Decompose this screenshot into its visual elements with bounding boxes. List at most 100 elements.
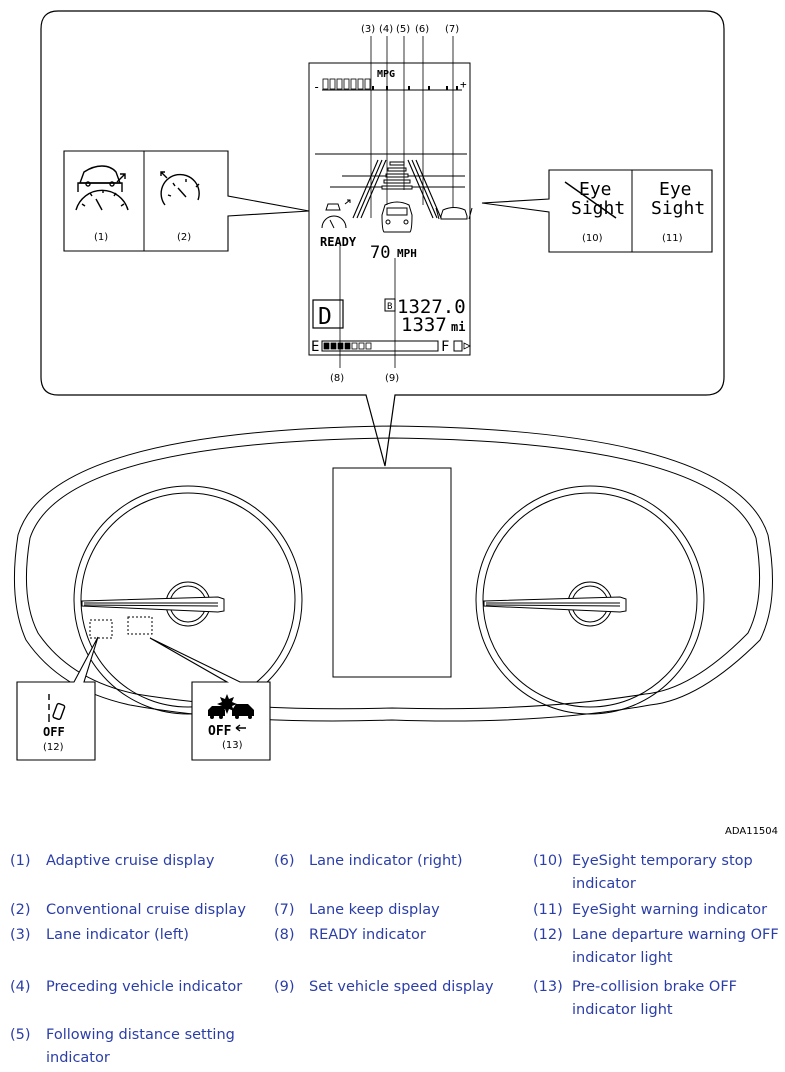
legend-item: (4) Preceding vehicle indicator — [10, 976, 250, 999]
callout-11: (11) — [662, 233, 683, 244]
lane-indicator-right — [407, 159, 442, 219]
trip-prefix: B — [387, 302, 392, 312]
set-speed-value: 70 — [370, 243, 390, 263]
following-distance-bars — [381, 161, 413, 190]
callout-5: (5) — [396, 24, 410, 35]
bar-plus-label: + — [460, 78, 467, 91]
legend-number: (4) — [10, 979, 31, 995]
odometer-value: 1337 — [401, 314, 447, 336]
callout-3: (3) — [361, 24, 375, 35]
gear-indicator: D — [318, 304, 332, 330]
leader-lines — [339, 36, 454, 368]
legend-item: (7)Lane keep display — [274, 899, 514, 922]
pre-collision-off-text: OFF — [208, 724, 232, 739]
fuel-empty-label: E — [311, 339, 319, 355]
legend-item: (3) Lane indicator (left) — [10, 924, 250, 947]
bar-minus-label: - — [313, 80, 320, 94]
callout-1: (1) — [94, 232, 108, 243]
legend-label: Adaptive cruise display — [46, 850, 256, 873]
legend-item: (10) EyeSight temporary stop indicator — [533, 850, 773, 896]
legend-label: Lane departure warning OFF indicator ligh… — [572, 924, 782, 970]
callout-12: (12) — [43, 742, 64, 753]
ready-indicator: READY — [320, 235, 357, 249]
legend-label-line: Lane keep display — [309, 902, 440, 918]
legend-label: Set vehicle speed display — [309, 976, 519, 999]
callout-2: (2) — [177, 232, 191, 243]
mpg-label: MPG — [377, 69, 395, 80]
fuel-economy-bar: - + MPG — [313, 69, 467, 94]
legend-label-line: Conventional cruise display — [46, 902, 246, 918]
pre-collision-off-callout: OFF (13) — [149, 637, 271, 761]
eyesight-stop-word1: Eye — [579, 179, 612, 200]
legend-label: Lane keep display — [309, 899, 519, 922]
legend-label-line: indicator light — [572, 950, 673, 966]
eyesight-warning-word2: Sight — [651, 198, 705, 219]
legend-label-line: EyeSight warning indicator — [572, 902, 768, 918]
eyesight-stop-word2: Sight — [571, 198, 625, 219]
instrument-cluster-diagram: - + MPG — [13, 10, 773, 761]
lane-indicator-left — [352, 159, 387, 219]
legend-label-line: Lane indicator (left) — [46, 927, 189, 943]
callout-8: (8) — [330, 373, 344, 384]
legend-number: (2) — [10, 902, 31, 918]
legend-number: (12) — [533, 927, 563, 943]
legend-item: (9) Set vehicle speed display — [274, 976, 514, 999]
fuel-full-label: F — [441, 339, 449, 355]
legend-item: (6) Lane indicator (right) — [274, 850, 514, 873]
legend-number: (5) — [10, 1027, 31, 1043]
eyesight-temporary-stop-icon: Eye Sight — [564, 179, 625, 219]
conventional-cruise-icon — [160, 171, 200, 206]
legend-label-line: Set vehicle speed display — [309, 979, 494, 995]
legend-label-line: Lane indicator (right) — [309, 853, 463, 869]
legend-label: Preceding vehicle indicator — [46, 976, 256, 999]
legend-number: (1) — [10, 853, 31, 869]
legend-label-line: indicator — [46, 1050, 110, 1066]
legend-item: (2) Conventional cruise display — [10, 899, 250, 922]
legend-label: Lane indicator (right) — [309, 850, 519, 873]
set-speed-unit: MPH — [397, 247, 417, 260]
legend-label-line: Adaptive cruise display — [46, 853, 215, 869]
legend-number: (10) — [533, 853, 563, 869]
adaptive-cruise-icon — [75, 165, 129, 211]
preceding-vehicle-icon — [381, 201, 413, 233]
legend-label-line: Lane departure warning OFF — [572, 927, 779, 943]
legend-label-line: indicator light — [572, 1002, 673, 1018]
trip-meter-value: 1327.0 — [397, 296, 466, 318]
pre-collision-brake-icon — [208, 694, 254, 719]
legend-label-line: Preceding vehicle indicator — [46, 979, 243, 995]
legend-number: (9) — [274, 979, 295, 995]
legend-label: EyeSight temporary stop indicator — [572, 850, 782, 896]
fuel-gauge: E F — [311, 339, 471, 355]
figure-code: ADA11504 — [725, 826, 779, 837]
callout-13: (13) — [222, 740, 243, 751]
eyesight-warning-icon: Eye Sight — [651, 179, 705, 219]
legend-number: (3) — [10, 927, 31, 943]
legend-label-line: READY indicator — [309, 927, 426, 943]
callout-7: (7) — [445, 24, 459, 35]
legend-item: (8)READY indicator — [274, 924, 514, 947]
legend-label-line: indicator — [572, 876, 636, 892]
multi-info-display: - + MPG — [308, 62, 473, 356]
legend-label: READY indicator — [309, 924, 519, 947]
lane-departure-off-callout: OFF (12) — [16, 636, 99, 761]
legend-number: (13) — [533, 979, 563, 995]
left-gauge — [73, 485, 303, 715]
legend-label: Conventional cruise display — [46, 899, 256, 922]
callout-9: (9) — [385, 373, 399, 384]
callout-4: (4) — [379, 24, 393, 35]
eyesight-warning-word1: Eye — [659, 179, 692, 200]
legend-label: Lane indicator (left) — [46, 924, 256, 947]
legend-item: (11) EyeSight warning indicator — [533, 899, 773, 922]
lane-departure-off-text: OFF — [43, 725, 65, 739]
callout-10: (10) — [582, 233, 603, 244]
callout-6: (6) — [415, 24, 429, 35]
legend-number: (6) — [274, 853, 295, 869]
legend-label-line: EyeSight temporary stop — [572, 853, 753, 869]
cruise-display-callout: (1) (2) — [63, 150, 310, 252]
legend-number: (11) — [533, 902, 563, 918]
odometer-unit: mi — [451, 320, 465, 334]
